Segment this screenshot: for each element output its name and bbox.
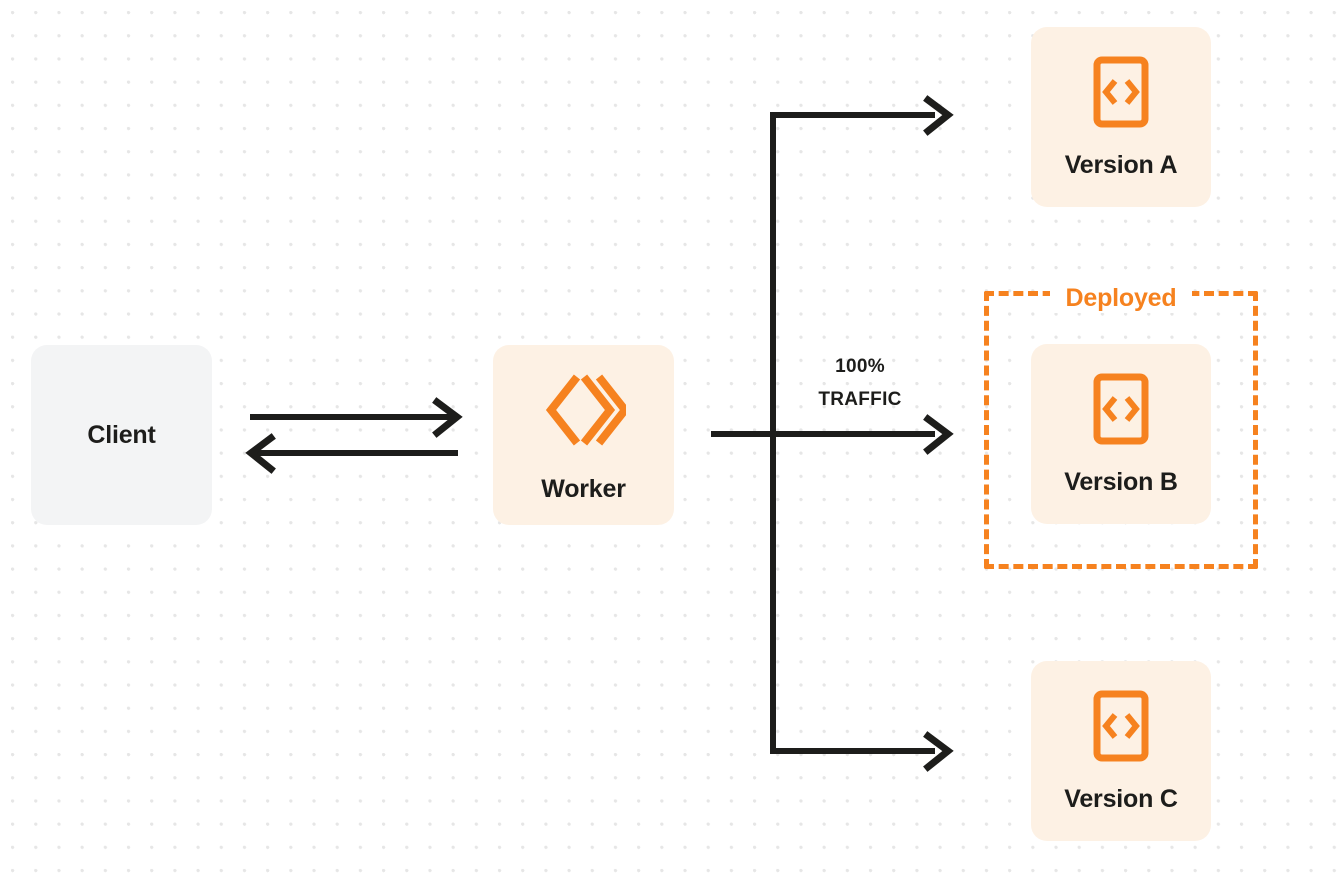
edge-worker-to-versions	[711, 95, 954, 772]
traffic-percent: 100%	[835, 356, 885, 377]
node-worker-label: Worker	[541, 475, 626, 503]
code-brackets-icon	[1093, 373, 1149, 450]
traffic-unit: TRAFFIC	[818, 389, 902, 411]
deployed-group-label: Deployed	[1050, 284, 1192, 313]
node-version-c[interactable]: Version C	[1031, 661, 1211, 841]
traffic-label: 100% TRAFFIC	[786, 350, 934, 417]
code-brackets-icon	[1093, 56, 1149, 133]
arrowhead-version-c	[923, 731, 954, 772]
cloudflare-workers-logo-icon	[542, 368, 630, 457]
node-version-c-label: Version C	[1064, 785, 1178, 813]
node-version-b[interactable]: Version B	[1031, 344, 1211, 524]
arrowhead-version-b	[923, 414, 954, 455]
code-brackets-icon	[1093, 690, 1149, 767]
node-client[interactable]: Client	[31, 345, 212, 525]
node-version-a-label: Version A	[1064, 151, 1178, 179]
arrowhead-version-a	[923, 95, 954, 136]
node-client-label: Client	[87, 420, 156, 449]
node-version-a[interactable]: Version A	[1031, 27, 1211, 207]
edge-worker-to-client	[245, 433, 458, 474]
node-version-b-label: Version B	[1064, 468, 1178, 496]
edge-client-to-worker	[250, 397, 463, 438]
node-worker[interactable]: Worker	[493, 345, 674, 525]
